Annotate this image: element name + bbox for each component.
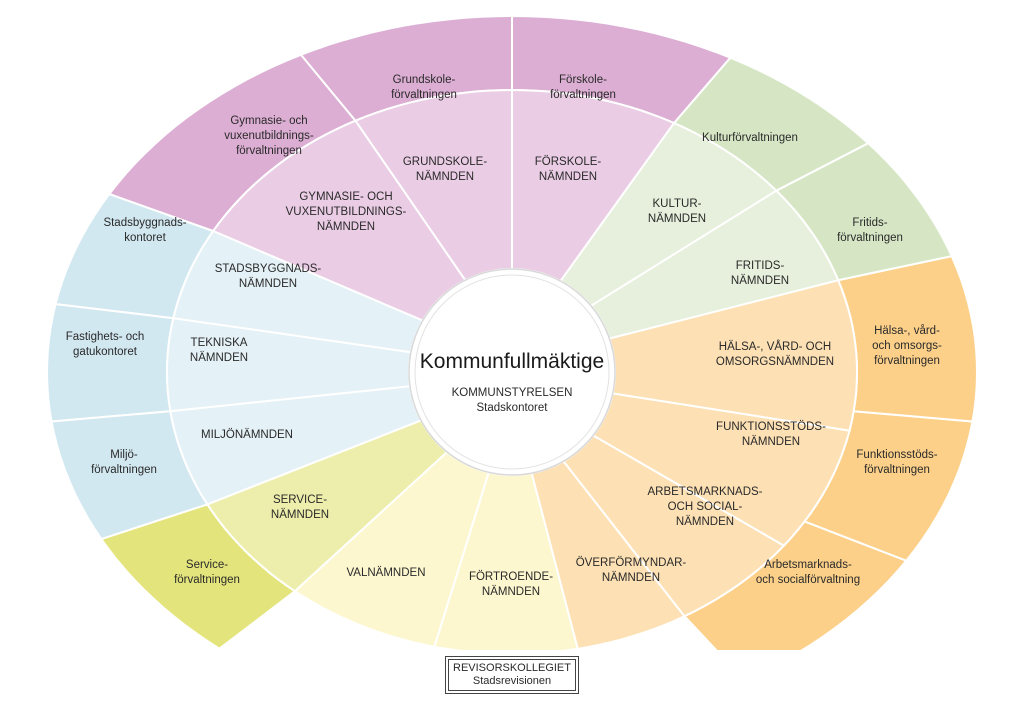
label-forskoleforvaltningen: Förskole-förvaltningen	[550, 74, 616, 101]
label-line: och omsorgs-	[872, 340, 942, 352]
label-line: NÄMNDEN	[416, 171, 474, 183]
label-line: NÄMNDEN	[742, 436, 800, 448]
label-overformyndarnamnden: ÖVERFÖRMYNDAR- NÄMNDEN	[576, 557, 687, 584]
label-tekniska-namnden: TEKNISKA NÄMNDEN	[190, 337, 248, 364]
label-funktionsstodsforvaltningen: Funktionsstöds-förvaltningen	[856, 449, 937, 476]
label-line: NÄMNDEN	[731, 275, 789, 287]
segment-halsa-vard-omsorgsforvaltningen	[836, 254, 979, 423]
label-funktionsstodsnamnden: FUNKTIONSSTÖDS- NÄMNDEN	[716, 421, 826, 448]
label-line: gatukontoret	[73, 346, 138, 358]
label-line: VUXENUTBILDNINGS-	[286, 206, 407, 218]
label-miljonamnden: MILJÖNÄMNDEN	[201, 429, 293, 441]
label-gymnasie-och-vuxenutbildningsforvaltningen: Gymnasie- och vuxenutbildnings-förvaltnin…	[224, 115, 314, 157]
label-halsa-vard-omsorgsnamnden: HÄLSA-, VÅRD- OCH OMSORGSNÄMNDEN	[716, 340, 834, 368]
label-line: Förskole-	[559, 74, 607, 86]
diagram-segments	[45, 14, 979, 650]
label-kulturnamnden: KULTUR- NÄMNDEN	[648, 198, 706, 225]
label-line: Fastighets- och	[66, 331, 145, 343]
label-line: NÄMNDEN	[317, 221, 375, 233]
label-line: Grundskole-	[393, 74, 456, 86]
label-line: NÄMNDEN	[239, 278, 297, 290]
label-grundskoleforvaltningen: Grundskole-förvaltningen	[391, 74, 457, 101]
label-line: förvaltningen	[236, 145, 302, 157]
label-line: KULTUR-	[653, 198, 702, 210]
label-line: förvaltningen	[874, 355, 940, 367]
label-kulturforvaltningen: Kulturförvaltningen	[702, 132, 798, 144]
label-line: Service-	[186, 559, 228, 571]
label-line: SERVICE-	[273, 494, 327, 506]
label-line: NÄMNDEN	[482, 586, 540, 598]
center-title: Kommunfullmäktige	[420, 350, 604, 373]
label-line: TEKNISKA	[191, 337, 248, 349]
label-valnamnden: VALNÄMNDEN	[346, 567, 425, 579]
label-arbetsmarknads-och-socialforvaltning: Arbetsmarknads-och socialförvaltning	[756, 559, 860, 586]
label-line: NÄMNDEN	[271, 509, 329, 521]
label-line: vuxenutbildnings-	[224, 130, 314, 142]
label-line: Gymnasie- och	[230, 115, 307, 127]
label-line: GRUNDSKOLE-	[403, 156, 488, 168]
label-line: VALNÄMNDEN	[346, 567, 425, 579]
label-line: GYMNASIE- OCH	[299, 191, 392, 203]
revisorskollegiet-subtitle: Stadsrevisionen	[472, 675, 552, 687]
label-line: Arbetsmarknads-	[764, 559, 852, 571]
label-line: FÖRTROENDE-	[469, 571, 553, 583]
label-line: Miljö-	[110, 449, 138, 461]
label-line: och socialförvaltning	[756, 574, 860, 586]
label-line: kontoret	[124, 232, 166, 244]
label-grundskolenamnden: GRUNDSKOLE- NÄMNDEN	[403, 156, 488, 183]
revisorskollegiet-title: REVISORSKOLLEGIET	[453, 662, 571, 674]
label-line: NÄMNDEN	[648, 213, 706, 225]
label-fritidsnamnden: FRITIDS- NÄMNDEN	[731, 260, 789, 287]
label-serviceforvaltningen: Service-förvaltningen	[174, 559, 240, 586]
revisorskollegiet-inner: REVISORSKOLLEGIET Stadsrevisionen	[448, 659, 576, 691]
label-line: Fritids-	[852, 217, 887, 229]
label-fritidsforvaltningen: Fritids-förvaltningen	[837, 217, 903, 244]
label-line: NÄMNDEN	[676, 516, 734, 528]
label-gymnasie-och-vuxenutbildningsnamnden: GYMNASIE- OCH VUXENUTBILDNINGS- NÄMNDEN	[286, 191, 407, 233]
label-halsa-vard-omsorgsforvaltningen: Hälsa-, vård-och omsorgs-förvaltningen	[872, 325, 942, 367]
revisorskollegiet-box: REVISORSKOLLEGIET Stadsrevisionen	[445, 656, 579, 694]
label-stadsbyggnadsnamnden: STADSBYGGNADS- NÄMNDEN	[215, 263, 322, 290]
label-line: förvaltningen	[391, 89, 457, 101]
segment-fastighets-och-gatukontoret	[45, 302, 175, 423]
label-line: förvaltningen	[174, 574, 240, 586]
label-forskolenamnden: FÖRSKOLE- NÄMNDEN	[535, 156, 602, 183]
center-subtitle-line2: Stadskontoret	[477, 402, 549, 414]
label-line: HÄLSA-, VÅRD- OCH	[719, 340, 831, 353]
label-line: förvaltningen	[864, 464, 930, 476]
label-line: OCH SOCIAL-	[668, 501, 743, 513]
center-circle: Kommunfullmäktige KOMMUNSTYRELSEN Stadsk…	[408, 268, 616, 476]
label-fortroendenamnden: FÖRTROENDE- NÄMNDEN	[469, 571, 553, 598]
label-line: NÄMNDEN	[539, 171, 597, 183]
label-line: Stadsbyggnads-	[103, 217, 186, 229]
label-line: Funktionsstöds-	[856, 449, 937, 461]
label-line: NÄMNDEN	[602, 572, 660, 584]
label-line: FÖRSKOLE-	[535, 156, 602, 168]
label-line: förvaltningen	[550, 89, 616, 101]
label-line: Kulturförvaltningen	[702, 132, 798, 144]
label-stadsbyggnadskontoret: Stadsbyggnads-kontoret	[103, 217, 186, 244]
label-line: ÖVERFÖRMYNDAR-	[576, 557, 687, 569]
label-line: OMSORGSNÄMNDEN	[716, 356, 834, 368]
label-line: MILJÖNÄMNDEN	[201, 429, 293, 441]
label-line: NÄMNDEN	[190, 352, 248, 364]
label-line: Hälsa-, vård-	[874, 325, 940, 337]
label-line: ARBETSMARKNADS-	[647, 486, 762, 498]
label-line: FUNKTIONSSTÖDS-	[716, 421, 826, 433]
label-fastighets-och-gatukontoret: Fastighets- och gatukontoret	[66, 331, 145, 358]
label-miljoforvaltningen: Miljö-förvaltningen	[91, 449, 157, 476]
label-line: FRITIDS-	[736, 260, 785, 272]
label-line: STADSBYGGNADS-	[215, 263, 322, 275]
label-line: förvaltningen	[91, 464, 157, 476]
label-line: förvaltningen	[837, 232, 903, 244]
label-servicenamnden: SERVICE- NÄMNDEN	[271, 494, 329, 521]
center-subtitle-line1: KOMMUNSTYRELSEN	[452, 387, 573, 399]
label-arbetsmarknads-och-socialnamnden: ARBETSMARKNADS- OCH SOCIAL- NÄMNDEN	[647, 486, 762, 528]
